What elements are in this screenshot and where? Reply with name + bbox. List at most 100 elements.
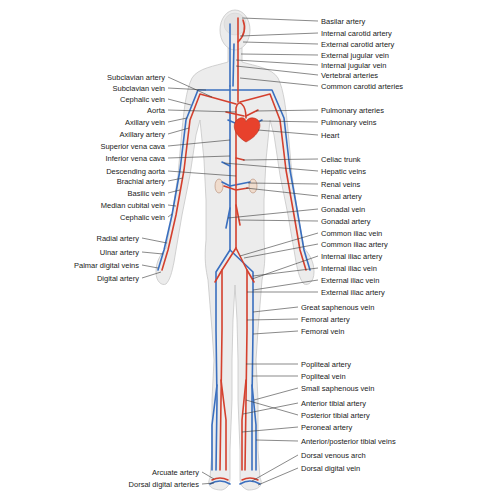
vessel-label: Peroneal artery xyxy=(300,423,353,432)
vessel-label: Great saphenous vein xyxy=(300,303,375,312)
vessel-label: Popliteal artery xyxy=(300,360,352,369)
kidney-shape xyxy=(249,179,257,193)
arm-vein xyxy=(232,90,310,270)
leader-line xyxy=(252,455,298,481)
vessel-label: Median cubital vein xyxy=(100,201,166,210)
vena-cava xyxy=(229,86,231,250)
gonadal-artery xyxy=(236,205,240,225)
vessel-label: External iliac vein xyxy=(320,276,380,285)
leader-line xyxy=(168,88,206,90)
leader-line xyxy=(258,468,298,485)
leader-line xyxy=(242,18,318,21)
leader-line xyxy=(240,78,318,86)
leader-line xyxy=(240,33,318,36)
vessel-label: Gonadal artery xyxy=(320,217,372,226)
heart-shape xyxy=(234,118,260,142)
leader-line xyxy=(243,159,318,160)
leader-line xyxy=(168,110,236,112)
vessel-label: Vertebral arteries xyxy=(320,71,379,80)
leader-line xyxy=(252,256,318,279)
vessel-label: Cephalic vein xyxy=(119,213,166,222)
vessel-label: Subclavian artery xyxy=(106,73,166,82)
leader-line xyxy=(236,66,318,75)
leader-line xyxy=(168,156,230,158)
vessel-label: Femoral artery xyxy=(300,315,351,324)
vessel-label: Common iliac vein xyxy=(320,229,383,238)
vessel-label: Brachial artery xyxy=(116,177,166,186)
vessel-label: Celiac trunk xyxy=(320,155,362,164)
leader-line xyxy=(247,292,318,293)
vessel-label: Dorsal digital vein xyxy=(300,464,361,473)
leader-line xyxy=(168,190,180,193)
lower-leg-vein xyxy=(212,385,256,470)
vessel-label: Common iliac artery xyxy=(320,240,389,249)
leader-line xyxy=(253,280,318,290)
leader-line xyxy=(239,220,318,221)
vessel-label: Internal jugular vein xyxy=(320,61,387,70)
jugular-vein xyxy=(229,24,231,86)
vessel-label: Anterior/posterior tibial veins xyxy=(300,437,397,446)
kidney-shape xyxy=(215,179,223,193)
arm-artery xyxy=(162,94,236,270)
vessel-label: External jugular vein xyxy=(320,51,390,60)
vessel-label: Superior vena cava xyxy=(99,142,166,151)
vessel-label: Internal carotid artery xyxy=(320,29,393,38)
pulmonary-artery xyxy=(226,110,258,116)
vessel-label: Renal veins xyxy=(320,180,361,189)
vessel-label: Pulmonary veins xyxy=(320,118,377,127)
vessel-label: Renal artery xyxy=(320,192,363,201)
leader-line xyxy=(243,42,318,44)
body-silhouette xyxy=(156,10,314,490)
vessel-label: Posterior tibial artery xyxy=(300,411,371,420)
vessel-label: Pulmonary arteries xyxy=(320,106,385,115)
vessel-label: Cephalic vein xyxy=(119,95,166,104)
vessel-label: Internal iliac vein xyxy=(320,264,378,273)
head-artery xyxy=(238,20,244,42)
jugular-vein xyxy=(233,44,234,86)
hepatic-vein xyxy=(222,162,230,166)
iliac-branch xyxy=(215,270,254,282)
leader-line xyxy=(142,252,163,254)
leader-line xyxy=(253,331,298,334)
leader-line xyxy=(168,205,176,206)
leader-line xyxy=(253,307,298,312)
vessel-label: Gonadal vein xyxy=(320,205,366,214)
celiac-trunk xyxy=(236,158,244,160)
vessel-label: Aorta xyxy=(146,106,166,115)
leader-line xyxy=(168,128,189,134)
vessel-label: Small saphenous vein xyxy=(300,384,375,393)
leader-line xyxy=(254,388,298,400)
vessel-label: Axillary vein xyxy=(124,118,166,127)
vessel-label: External iliac artery xyxy=(320,288,386,297)
leader-line xyxy=(168,99,191,105)
leader-line xyxy=(253,268,318,276)
leader-line xyxy=(168,171,236,176)
vessel-label: Inferior vena cava xyxy=(104,154,166,163)
foot-arch xyxy=(212,478,258,480)
leader-line xyxy=(246,364,298,365)
vessel-label: Femoral vein xyxy=(300,327,345,336)
leader-line xyxy=(168,140,230,146)
vessel-label: Digital artery xyxy=(96,274,140,283)
leader-line xyxy=(252,376,298,377)
leader-line xyxy=(168,118,187,122)
venous-arch xyxy=(210,481,260,484)
leader-line xyxy=(168,214,172,217)
leader-line xyxy=(168,77,212,97)
leader-line xyxy=(228,209,318,218)
vessel-label: Palmar digital veins xyxy=(73,261,140,270)
vessel-label: External carotid artery xyxy=(320,40,395,49)
leader-line xyxy=(246,188,318,196)
leader-line xyxy=(256,440,298,441)
leader-line xyxy=(248,183,318,184)
leader-line xyxy=(142,265,158,268)
vessel-label: Arcuate artery xyxy=(151,468,200,477)
vessel-label: Popliteal vein xyxy=(300,372,347,381)
vessel-label: Basilic vein xyxy=(126,189,166,198)
renal-artery xyxy=(224,186,248,190)
leader-line xyxy=(260,121,318,122)
vessel-label: Basilar artery xyxy=(320,17,366,26)
